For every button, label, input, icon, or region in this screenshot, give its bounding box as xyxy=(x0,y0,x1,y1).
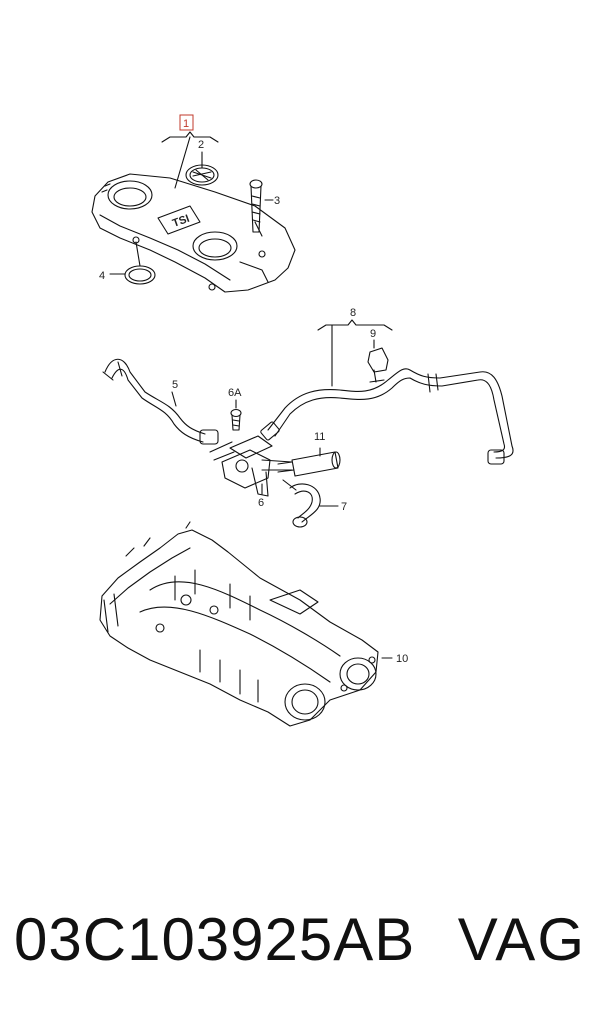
callout-3: 3 xyxy=(274,195,280,207)
callout-6: 6 xyxy=(258,497,264,509)
screw-6A xyxy=(230,408,242,431)
callout-1: 1 xyxy=(183,118,189,130)
callout-9: 9 xyxy=(370,328,376,340)
callout-5: 5 xyxy=(172,379,178,391)
hose-7 xyxy=(282,479,321,528)
callout-4: 4 xyxy=(99,270,105,282)
hose-5 xyxy=(102,358,219,445)
callout-8: 8 xyxy=(350,307,356,319)
bolt-3 xyxy=(249,179,263,233)
callout-1-box xyxy=(179,114,194,131)
engine-cover xyxy=(91,173,296,293)
callout-6A: 6A xyxy=(228,387,242,399)
part-number: 03C103925AB xyxy=(14,906,416,973)
footer: 03C103925AB VAG xyxy=(0,890,600,1000)
callout-10: 10 xyxy=(396,653,408,665)
callout-11: 11 xyxy=(314,431,325,443)
cylinder-head-10 xyxy=(99,521,379,727)
valve-6 xyxy=(209,435,293,497)
cover-badge-text: TSI xyxy=(171,213,191,230)
parts-diagram: TSI xyxy=(91,114,514,727)
callout-7: 7 xyxy=(341,501,347,513)
emblem-cap xyxy=(185,164,219,186)
brand-label: VAG xyxy=(457,906,586,973)
pipe-8 xyxy=(260,368,514,465)
clip-9 xyxy=(367,347,389,383)
callout-2: 2 xyxy=(198,139,204,151)
sensor-11 xyxy=(277,451,341,477)
